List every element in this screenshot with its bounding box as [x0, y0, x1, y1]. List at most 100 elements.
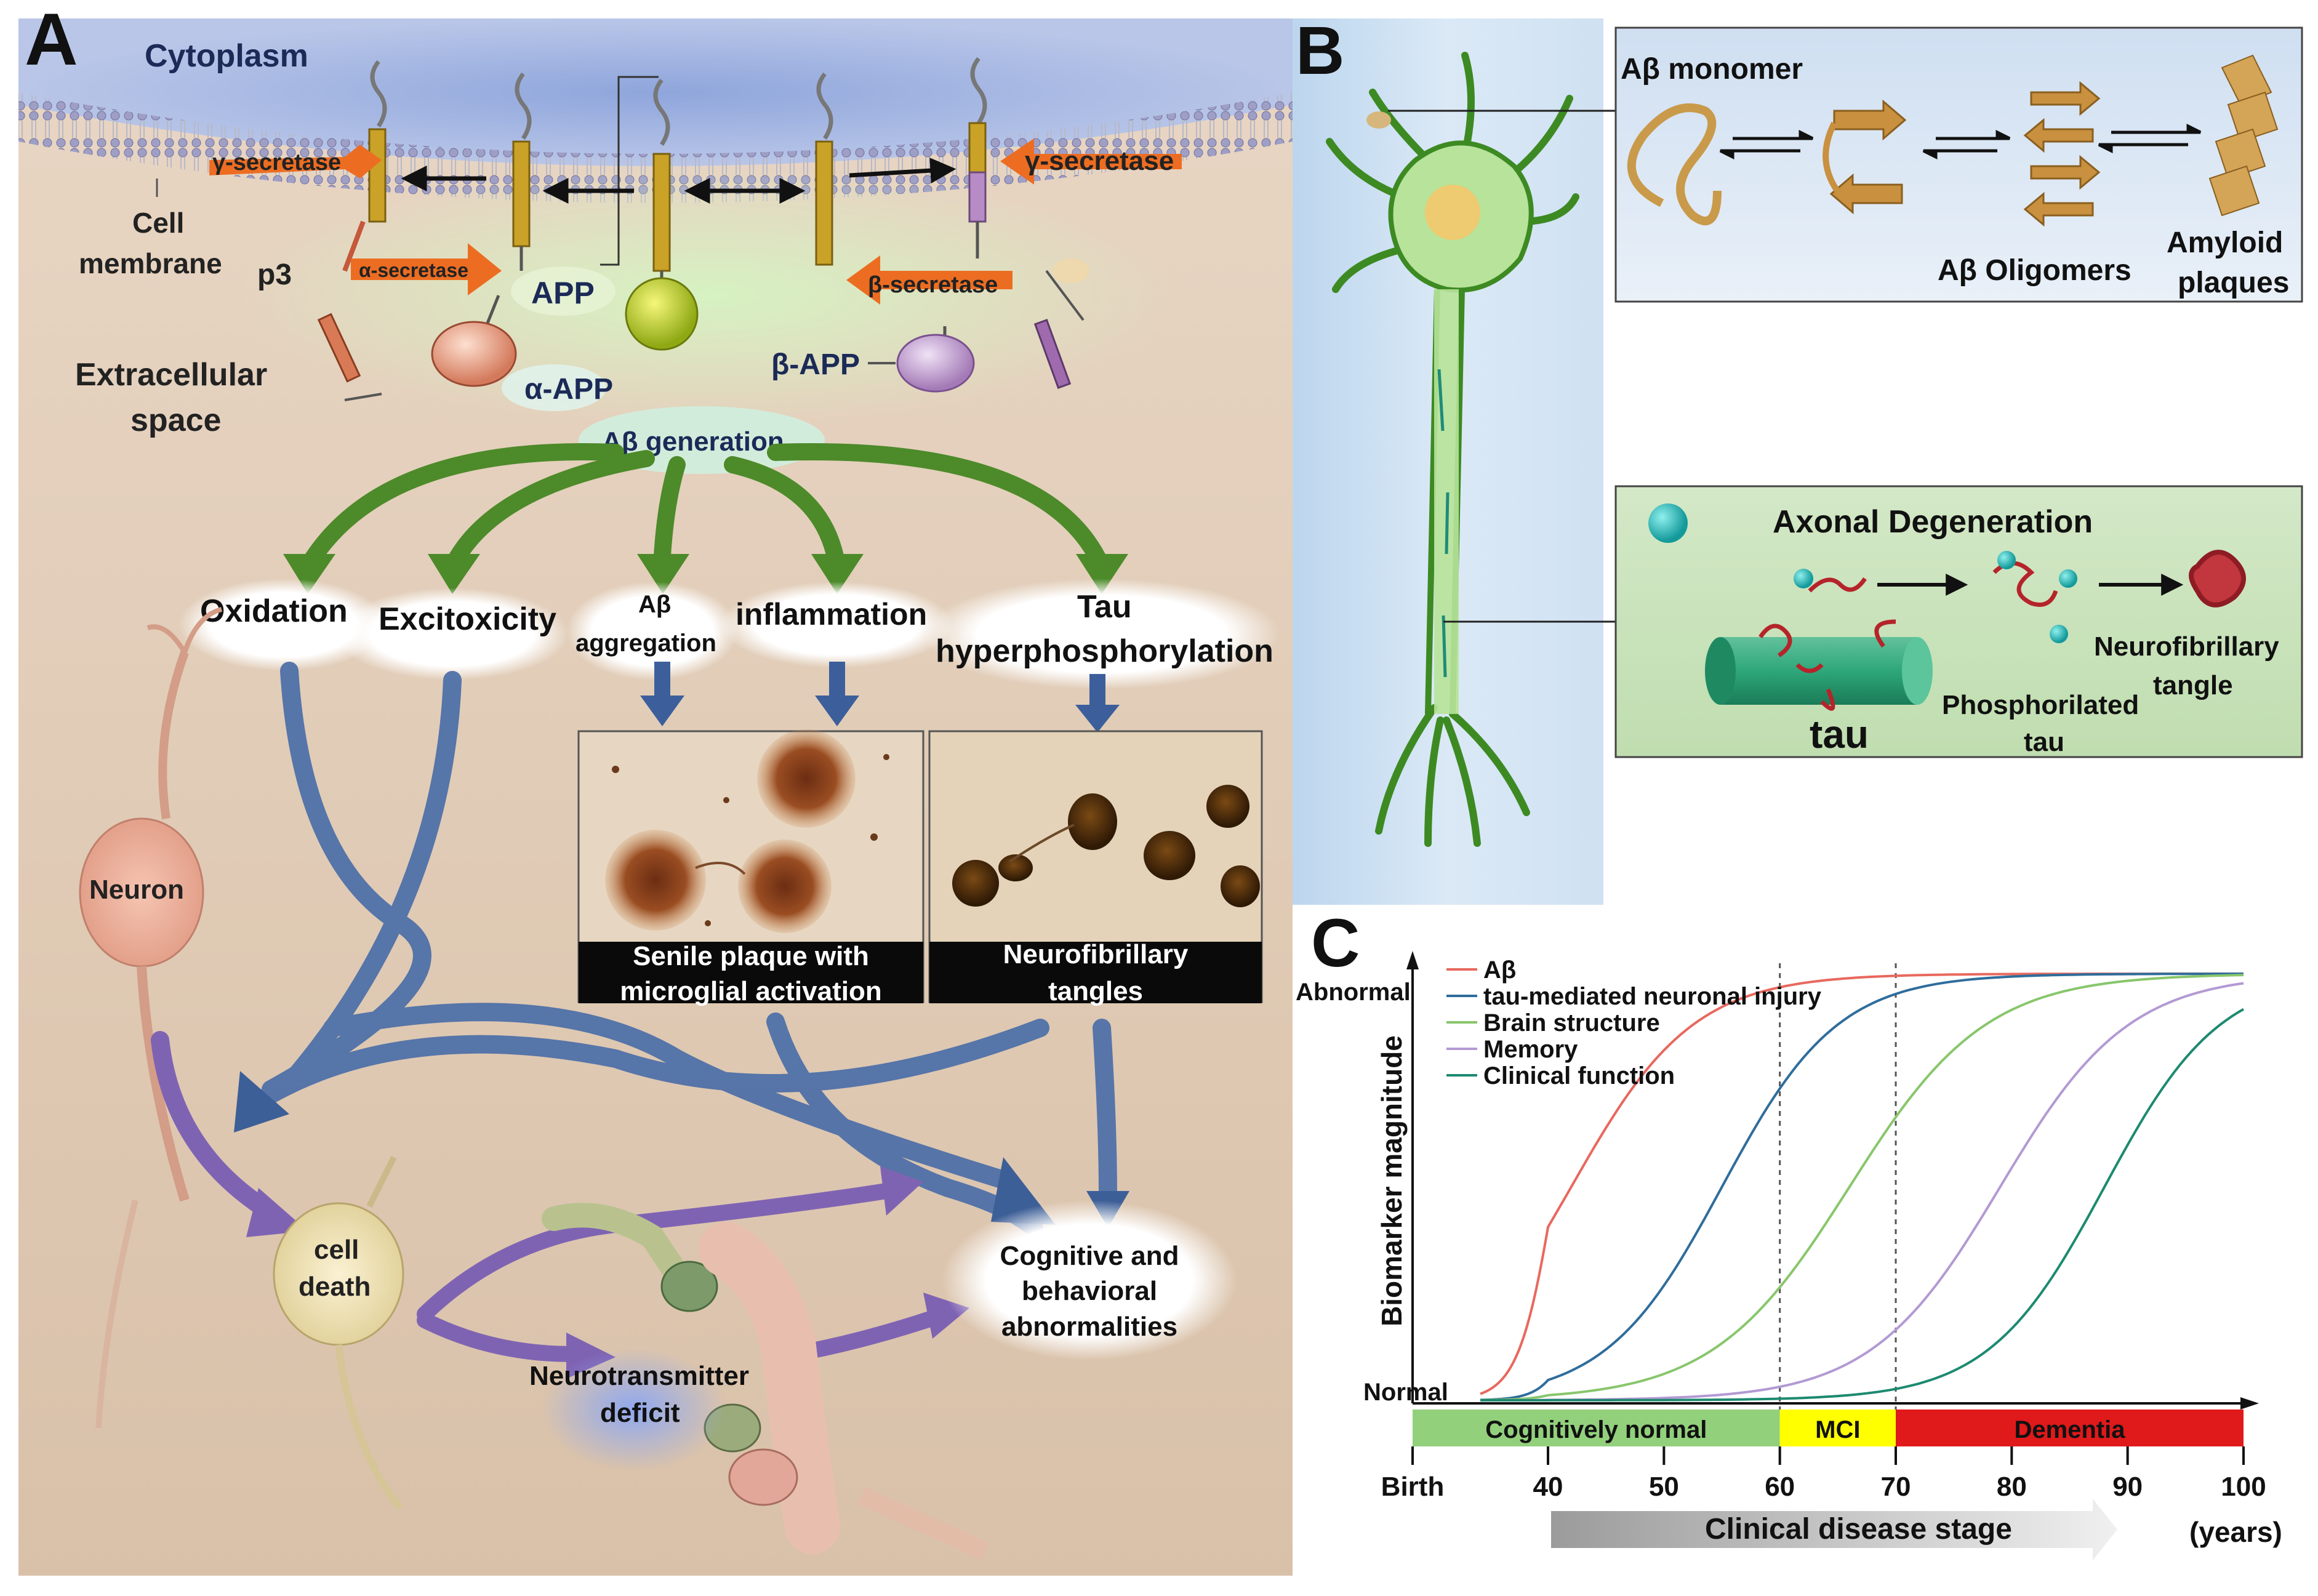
- arrow-gamma-right: [849, 158, 956, 183]
- x-tick-label-6: 90: [2112, 1472, 2143, 1502]
- panel-c: C Biomarker magnitude Normal Abnormal Co…: [1296, 905, 2282, 1560]
- equilibrium-arrows: [1719, 123, 2202, 160]
- stage-label-2: Dementia: [2014, 1416, 2125, 1443]
- axonal-degeneration-box: Axonal Degeneration tau Phosphori: [1614, 485, 2303, 758]
- green-arrows: [299, 443, 1110, 575]
- chart-x-label: Clinical disease stage: [1705, 1513, 2012, 1546]
- series-line-0: [1480, 972, 2244, 1395]
- senile-plaque-micrograph: Senile plaque with microglial activation: [577, 729, 924, 1006]
- cognitive-label-2: behavioral: [1022, 1276, 1157, 1306]
- amyloid-deposit: [1366, 111, 1391, 129]
- app-proteins: [342, 57, 987, 351]
- x-tick-label-0: Birth: [1381, 1472, 1445, 1502]
- cell-death-illustration: cell death: [95, 1155, 404, 1510]
- panel-b-letter: B: [1296, 13, 1344, 89]
- tau-label-1: Tau: [1077, 589, 1132, 625]
- stage-bar-2: [1896, 1410, 2244, 1446]
- app-label: APP: [531, 276, 595, 310]
- stage-label-1: MCI: [1815, 1416, 1860, 1443]
- legend-label-0: Aβ: [1483, 956, 1516, 984]
- ab-aggregation-label-1: Aβ: [638, 591, 671, 618]
- inflammation-label: inflammation: [736, 597, 927, 632]
- amyloid-plaques-label-2: plaques: [2178, 267, 2289, 299]
- oxidation-bubble: [178, 579, 388, 671]
- stage-label-0: Cognitively normal: [1485, 1416, 1707, 1443]
- x-tick-label-5: 80: [1997, 1472, 2027, 1502]
- x-tick-label-3: 60: [1765, 1472, 1795, 1502]
- ab-intermediate-shape: [1823, 99, 1907, 215]
- gamma-secretase-left-label: γ-secretase: [212, 150, 341, 175]
- gamma-secretase-left-arrow: [209, 145, 382, 178]
- cell-membrane-label-2: membrane: [79, 247, 222, 279]
- beta-app-ball: [896, 334, 975, 393]
- neuron-illustration: Neuron: [79, 607, 223, 1202]
- extracellular-label-1: Extracellular: [75, 357, 267, 393]
- clinical-stage-arrow: [1551, 1499, 2117, 1560]
- cell-death-label-1: cell: [314, 1235, 359, 1265]
- tau-label: tau: [1810, 712, 1869, 756]
- cell-membrane-label-1: Cell: [132, 207, 184, 239]
- ab-oligomers-label: Aβ Oligomers: [1938, 254, 2132, 287]
- inflammation-bubble: [720, 582, 954, 668]
- y-level-abnormal: Abnormal: [1296, 979, 1411, 1006]
- legend-label-3: Memory: [1483, 1036, 1578, 1063]
- panel-a-letter: A: [25, 0, 78, 81]
- x-tick-label-2: 50: [1649, 1472, 1679, 1502]
- alpha-secretase-arrow: [351, 243, 502, 295]
- senile-plaque-caption-2: microglial activation: [620, 976, 881, 1006]
- neuron-to-death-arrow: [151, 1031, 280, 1222]
- ab-aggregation-bubble: [566, 582, 739, 680]
- legend-label-1: tau-mediated neuronal injury: [1483, 983, 1822, 1010]
- cognitive-bubble: [942, 1200, 1237, 1360]
- app-protein-alpha: [512, 140, 531, 247]
- tau-monomer-ball: [1648, 503, 1688, 543]
- panel-a: A Cytoplasm Cell membrane p3 Extracellul…: [18, 0, 1293, 1576]
- green-neuron: [1326, 52, 1579, 847]
- cognitive-label-1: Cognitive and: [1000, 1241, 1179, 1271]
- synapse-illustration: [542, 1203, 989, 1560]
- p3-fragment-stalk: [342, 220, 366, 272]
- phos-tau-label-2: tau: [2024, 727, 2064, 757]
- nt-deficit-glow: [542, 1348, 726, 1471]
- tau-label-2: hyperphosphorylation: [936, 633, 1273, 669]
- series-line-1: [1480, 972, 2244, 1402]
- app-ectodomain-ball: [625, 277, 699, 351]
- y-axis-arrowhead: [1406, 951, 1419, 969]
- senile-plaque-caption-1: Senile plaque with: [633, 941, 869, 971]
- nft-label-1: Neurofibrillary: [2094, 632, 2279, 662]
- nt-deficit-label-1: Neurotransmitter: [529, 1361, 749, 1391]
- app-bracket: [600, 76, 659, 266]
- p3-label: p3: [257, 259, 292, 291]
- excitoxicity-label: Excitoxicity: [379, 601, 556, 637]
- x-tick-label-1: 40: [1533, 1472, 1563, 1502]
- beta-secretase-arrow: [846, 255, 1013, 305]
- series-line-4: [1480, 1008, 2245, 1402]
- chart-y-label: Biomarker magnitude: [1376, 1035, 1408, 1326]
- tangles-caption-2: tangles: [1048, 976, 1143, 1006]
- gamma-secretase-right-arrow: [1000, 138, 1182, 185]
- nt-deficit-label-2: deficit: [600, 1398, 680, 1428]
- chart-x-unit: (years): [2189, 1516, 2282, 1548]
- senile-plaque-caption-bar: [579, 942, 923, 1003]
- green-arrowheads: [283, 554, 1128, 594]
- tau-blobs: [1794, 550, 2246, 643]
- nft-label-2: tangle: [2153, 670, 2233, 700]
- x-axis-arrowhead: [2240, 1397, 2259, 1410]
- legend-label-2: Brain structure: [1483, 1009, 1660, 1037]
- phos-tau-label-1: Phosphorilated: [1942, 690, 2139, 720]
- tangles-caption-1: Neurofibrillary: [1003, 939, 1189, 969]
- app-protein-beta: [815, 140, 833, 266]
- ab-aggregation-box: Aβ monomer: [1614, 26, 2303, 303]
- cell-death-label-2: death: [299, 1272, 371, 1302]
- panel-b: B Aβ monomer: [1293, 13, 2303, 905]
- ab-aggregation-label-2: aggregation: [575, 630, 716, 657]
- excitoxicity-bubble: [335, 588, 569, 680]
- stage-bar-0: [1413, 1410, 1780, 1446]
- stage-bar-1: [1779, 1410, 1896, 1446]
- microtubule-cylinder: [1705, 619, 1933, 711]
- tangles-micrograph: Neurofibrillary tangles: [928, 730, 1263, 1006]
- alpha-app-label: α-APP: [524, 373, 613, 406]
- x-tick-label-4: 70: [1881, 1472, 1911, 1502]
